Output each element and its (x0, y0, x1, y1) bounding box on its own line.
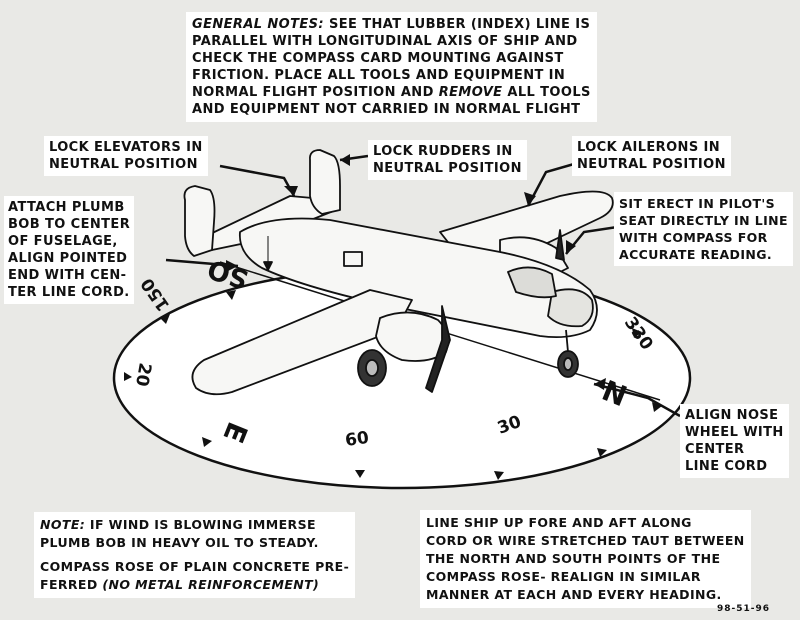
note-heading: NOTE: (40, 517, 86, 532)
rose-label-120: 20 (131, 361, 155, 388)
lock-ailerons-line-2: NEUTRAL POSITION (577, 157, 726, 172)
general-notes-line-5b: ALL TOOLS (507, 85, 591, 100)
note-no-metal: (NO METAL REINFORCEMENT) (102, 577, 320, 592)
line-ship-line-2: CORD OR WIRE STRETCHED TAUT BETWEEN (426, 533, 745, 548)
callout-sit-erect: SIT ERECT IN PILOT'S SEAT DIRECTLY IN LI… (614, 192, 793, 266)
general-notes-remove: REMOVE (438, 85, 503, 100)
general-notes-box: GENERAL NOTES: SEE THAT LUBBER (INDEX) L… (186, 12, 597, 122)
callout-lock-rudders: LOCK RUDDERS IN NEUTRAL POSITION (368, 140, 527, 180)
plumb-bob-line-3: OF FUSELAGE, (8, 234, 118, 249)
align-nose-line-2: WHEEL WITH (685, 425, 784, 440)
align-nose-line-3: CENTER (685, 442, 745, 457)
note-line-2: PLUMB BOB IN HEAVY OIL TO STEADY. (40, 535, 319, 550)
line-ship-line-4: COMPASS ROSE- REALIGN IN SIMILAR (426, 569, 701, 584)
general-notes-line-2: PARALLEL WITH LONGITUDINAL AXIS OF SHIP … (192, 34, 578, 49)
callout-lock-ailerons: LOCK AILERONS IN NEUTRAL POSITION (572, 136, 731, 176)
plumb-bob-line-4: ALIGN POINTED (8, 251, 128, 266)
note-line-1: IF WIND IS BLOWING IMMERSE (89, 517, 316, 532)
plumb-bob-line-6: TER LINE CORD. (8, 285, 130, 300)
rose-label-60: 60 (344, 428, 370, 451)
callout-arrowheads (226, 154, 606, 390)
plumb-bob-line-2: BOB TO CENTER (8, 217, 131, 232)
sit-erect-line-4: ACCURATE READING. (619, 247, 773, 262)
lock-rudders-line-1: LOCK RUDDERS IN (373, 144, 513, 159)
lock-ailerons-line-1: LOCK AILERONS IN (577, 140, 721, 155)
align-nose-line-1: ALIGN NOSE (685, 408, 779, 423)
align-nose-line-4: LINE CORD (685, 459, 768, 474)
plumb-bob-line-1: ATTACH PLUMB (8, 200, 125, 215)
sit-erect-line-3: WITH COMPASS FOR (619, 230, 768, 245)
sit-erect-line-2: SEAT DIRECTLY IN LINE (619, 213, 788, 228)
line-ship-box: LINE SHIP UP FORE AND AFT ALONG CORD OR … (420, 510, 751, 608)
general-notes-line-5a: NORMAL FLIGHT POSITION AND (192, 85, 434, 100)
line-ship-line-3: THE NORTH AND SOUTH POINTS OF THE (426, 551, 721, 566)
rose-label-south: SO (204, 253, 252, 294)
document-number: 98-51-96 (716, 604, 770, 614)
callout-plumb-bob: ATTACH PLUMB BOB TO CENTER OF FUSELAGE, … (4, 196, 135, 304)
general-notes-heading: GENERAL NOTES: (192, 17, 325, 32)
line-ship-line-5: MANNER AT EACH AND EVERY HEADING. (426, 587, 722, 602)
rose-label-150: 150 (137, 274, 174, 315)
line-ship-line-1: LINE SHIP UP FORE AND AFT ALONG (426, 515, 692, 530)
callout-lock-elevators: LOCK ELEVATORS IN NEUTRAL POSITION (44, 136, 208, 176)
general-notes-line-1: SEE THAT LUBBER (INDEX) LINE IS (328, 17, 591, 32)
sit-erect-line-1: SIT ERECT IN PILOT'S (619, 196, 776, 211)
general-notes-line-6: AND EQUIPMENT NOT CARRIED IN NORMAL FLIG… (192, 102, 581, 117)
general-notes-line-3: CHECK THE COMPASS CARD MOUNTING AGAINST (192, 51, 564, 66)
note-line-4a: FERRED (40, 577, 98, 592)
plumb-bob-line-5: END WITH CEN- (8, 268, 127, 283)
general-notes-line-4: FRICTION. PLACE ALL TOOLS AND EQUIPMENT … (192, 68, 566, 83)
lock-elevators-line-2: NEUTRAL POSITION (49, 157, 198, 172)
note-line-3: COMPASS ROSE OF PLAIN CONCRETE PRE- (40, 559, 350, 574)
note-box: NOTE: IF WIND IS BLOWING IMMERSE PLUMB B… (34, 512, 356, 598)
bomber-aircraft (183, 149, 614, 396)
callout-align-nose-wheel: ALIGN NOSE WHEEL WITH CENTER LINE CORD (680, 404, 789, 478)
lock-rudders-line-2: NEUTRAL POSITION (373, 161, 522, 176)
lock-elevators-line-1: LOCK ELEVATORS IN (49, 140, 203, 155)
